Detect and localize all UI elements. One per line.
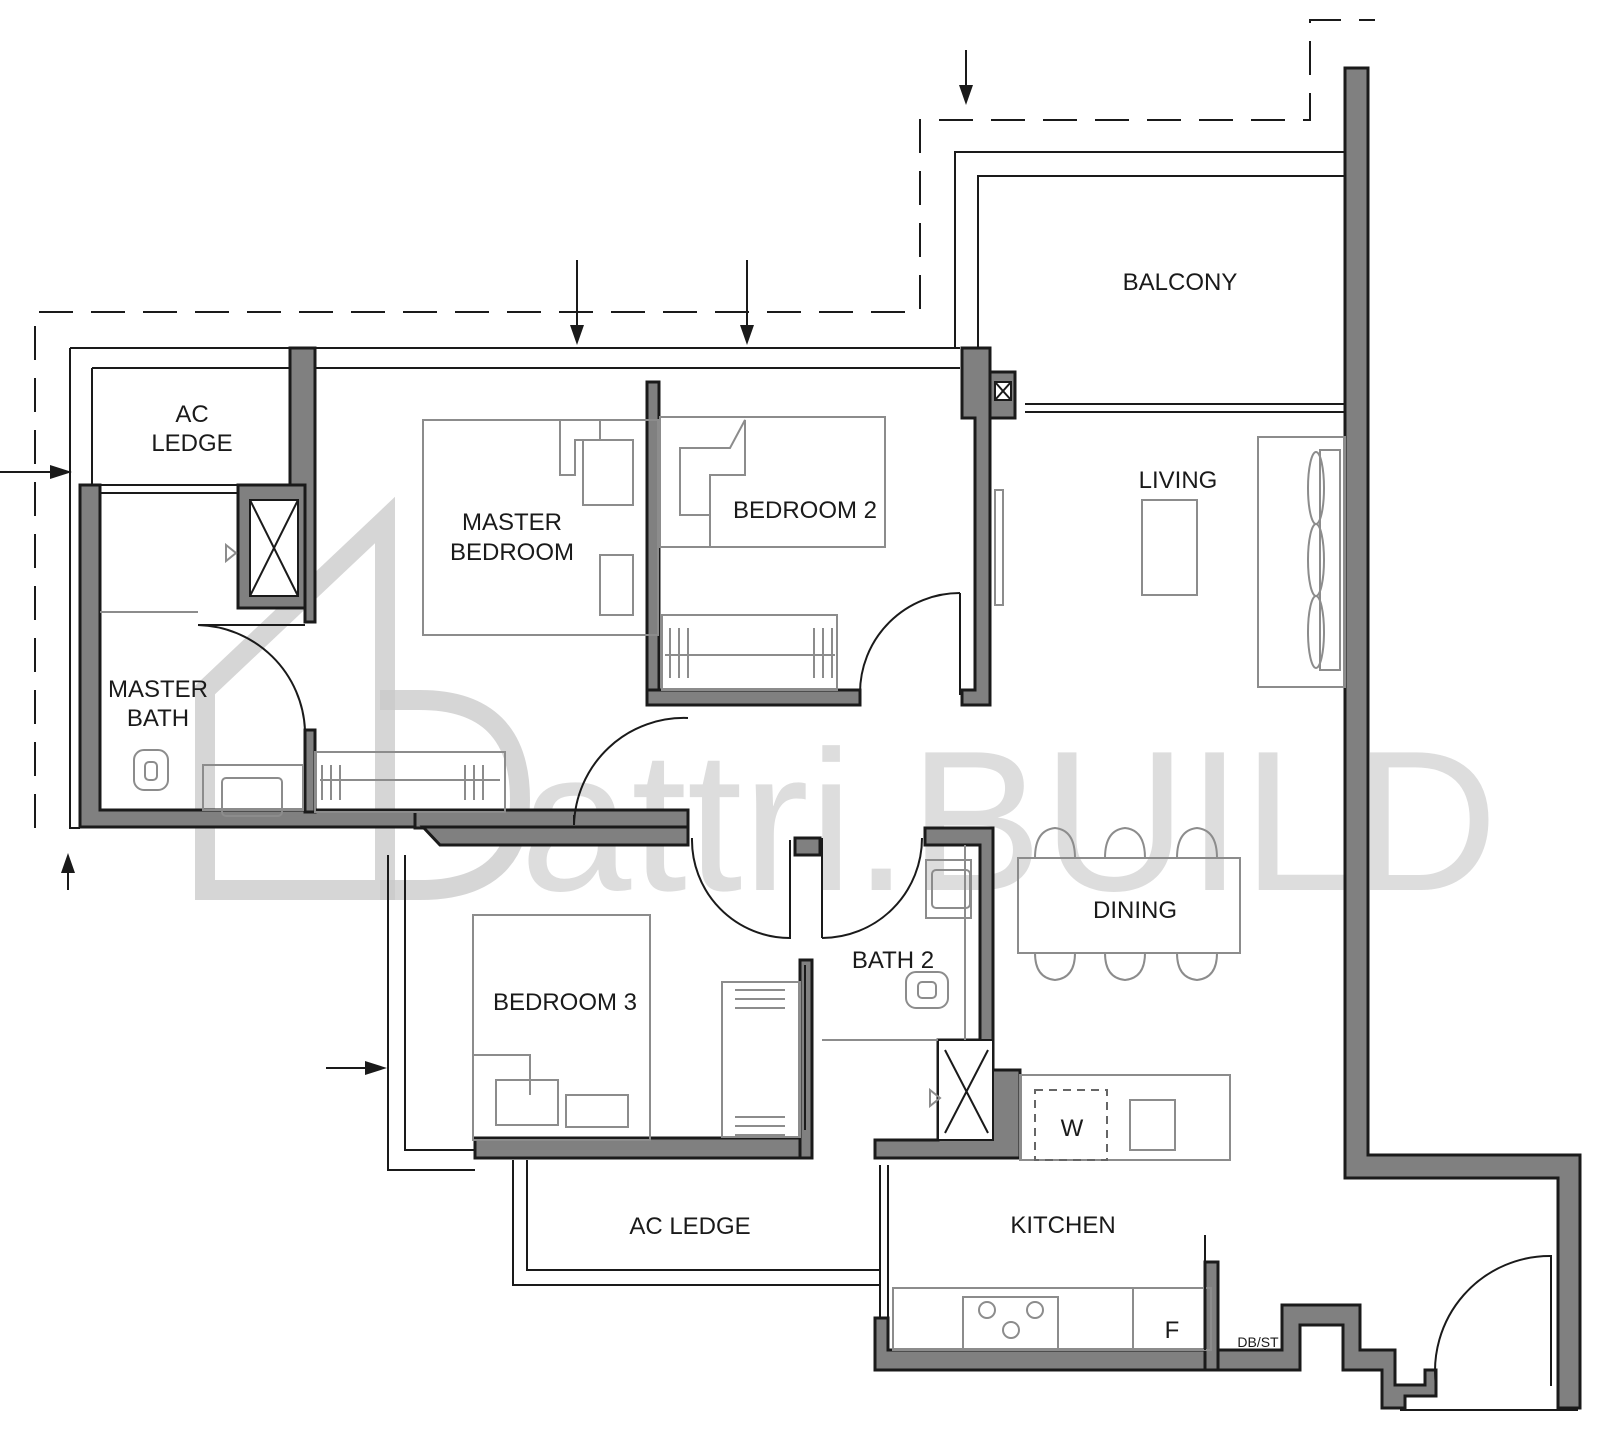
bedroom3-label: BEDROOM 3 xyxy=(493,989,637,1016)
main-entrance-door xyxy=(1434,1254,1552,1387)
watermark-d-icon xyxy=(380,690,531,900)
dining-label: DINING xyxy=(1093,897,1177,924)
watermark: attri.BUILD xyxy=(195,496,1498,933)
strata-outline xyxy=(34,19,1375,828)
arrow-right-icon xyxy=(50,465,72,479)
ac-ledge-top-label-2: LEDGE xyxy=(151,430,232,457)
db-st-label: DB/ST xyxy=(1237,1334,1279,1350)
bath2-label: BATH 2 xyxy=(852,947,934,974)
arrow-down-icon xyxy=(570,325,584,345)
master-bedroom-label: MASTER xyxy=(462,509,562,536)
master-bedroom-door xyxy=(573,716,689,826)
arrow-down-icon xyxy=(959,85,973,105)
master-bedroom-label-2: BEDROOM xyxy=(450,539,574,566)
balcony-label: BALCONY xyxy=(1123,269,1238,296)
arrow-up-icon xyxy=(61,853,75,873)
doors xyxy=(197,592,1552,1387)
living-label: LIVING xyxy=(1139,467,1218,494)
ac-ledge-top-label: AC xyxy=(175,401,208,428)
washer-label: W xyxy=(1061,1115,1084,1142)
arrow-down-icon xyxy=(740,325,754,345)
furniture xyxy=(100,416,1346,1351)
ac-ledge-bottom-label: AC LEDGE xyxy=(629,1213,750,1240)
ledge-outlines xyxy=(69,151,1578,1411)
master-bath-label-2: BATH xyxy=(127,705,189,732)
master-bath-door xyxy=(197,624,306,731)
bath2-door xyxy=(821,837,923,939)
bedroom2-label: BEDROOM 2 xyxy=(733,497,877,524)
fridge-label: F xyxy=(1165,1317,1180,1344)
direction-arrows xyxy=(0,50,973,1075)
bedroom2-door xyxy=(859,592,961,694)
master-bath-label: MASTER xyxy=(108,676,208,703)
kitchen-label: KITCHEN xyxy=(1010,1212,1115,1239)
bedroom3-door xyxy=(690,837,791,940)
arrow-right-icon xyxy=(365,1061,387,1075)
watermark-house-icon xyxy=(195,496,395,900)
room-labels: AC LEDGE MASTER BEDROOM BEDROOM 2 BALCON… xyxy=(108,269,1279,1350)
